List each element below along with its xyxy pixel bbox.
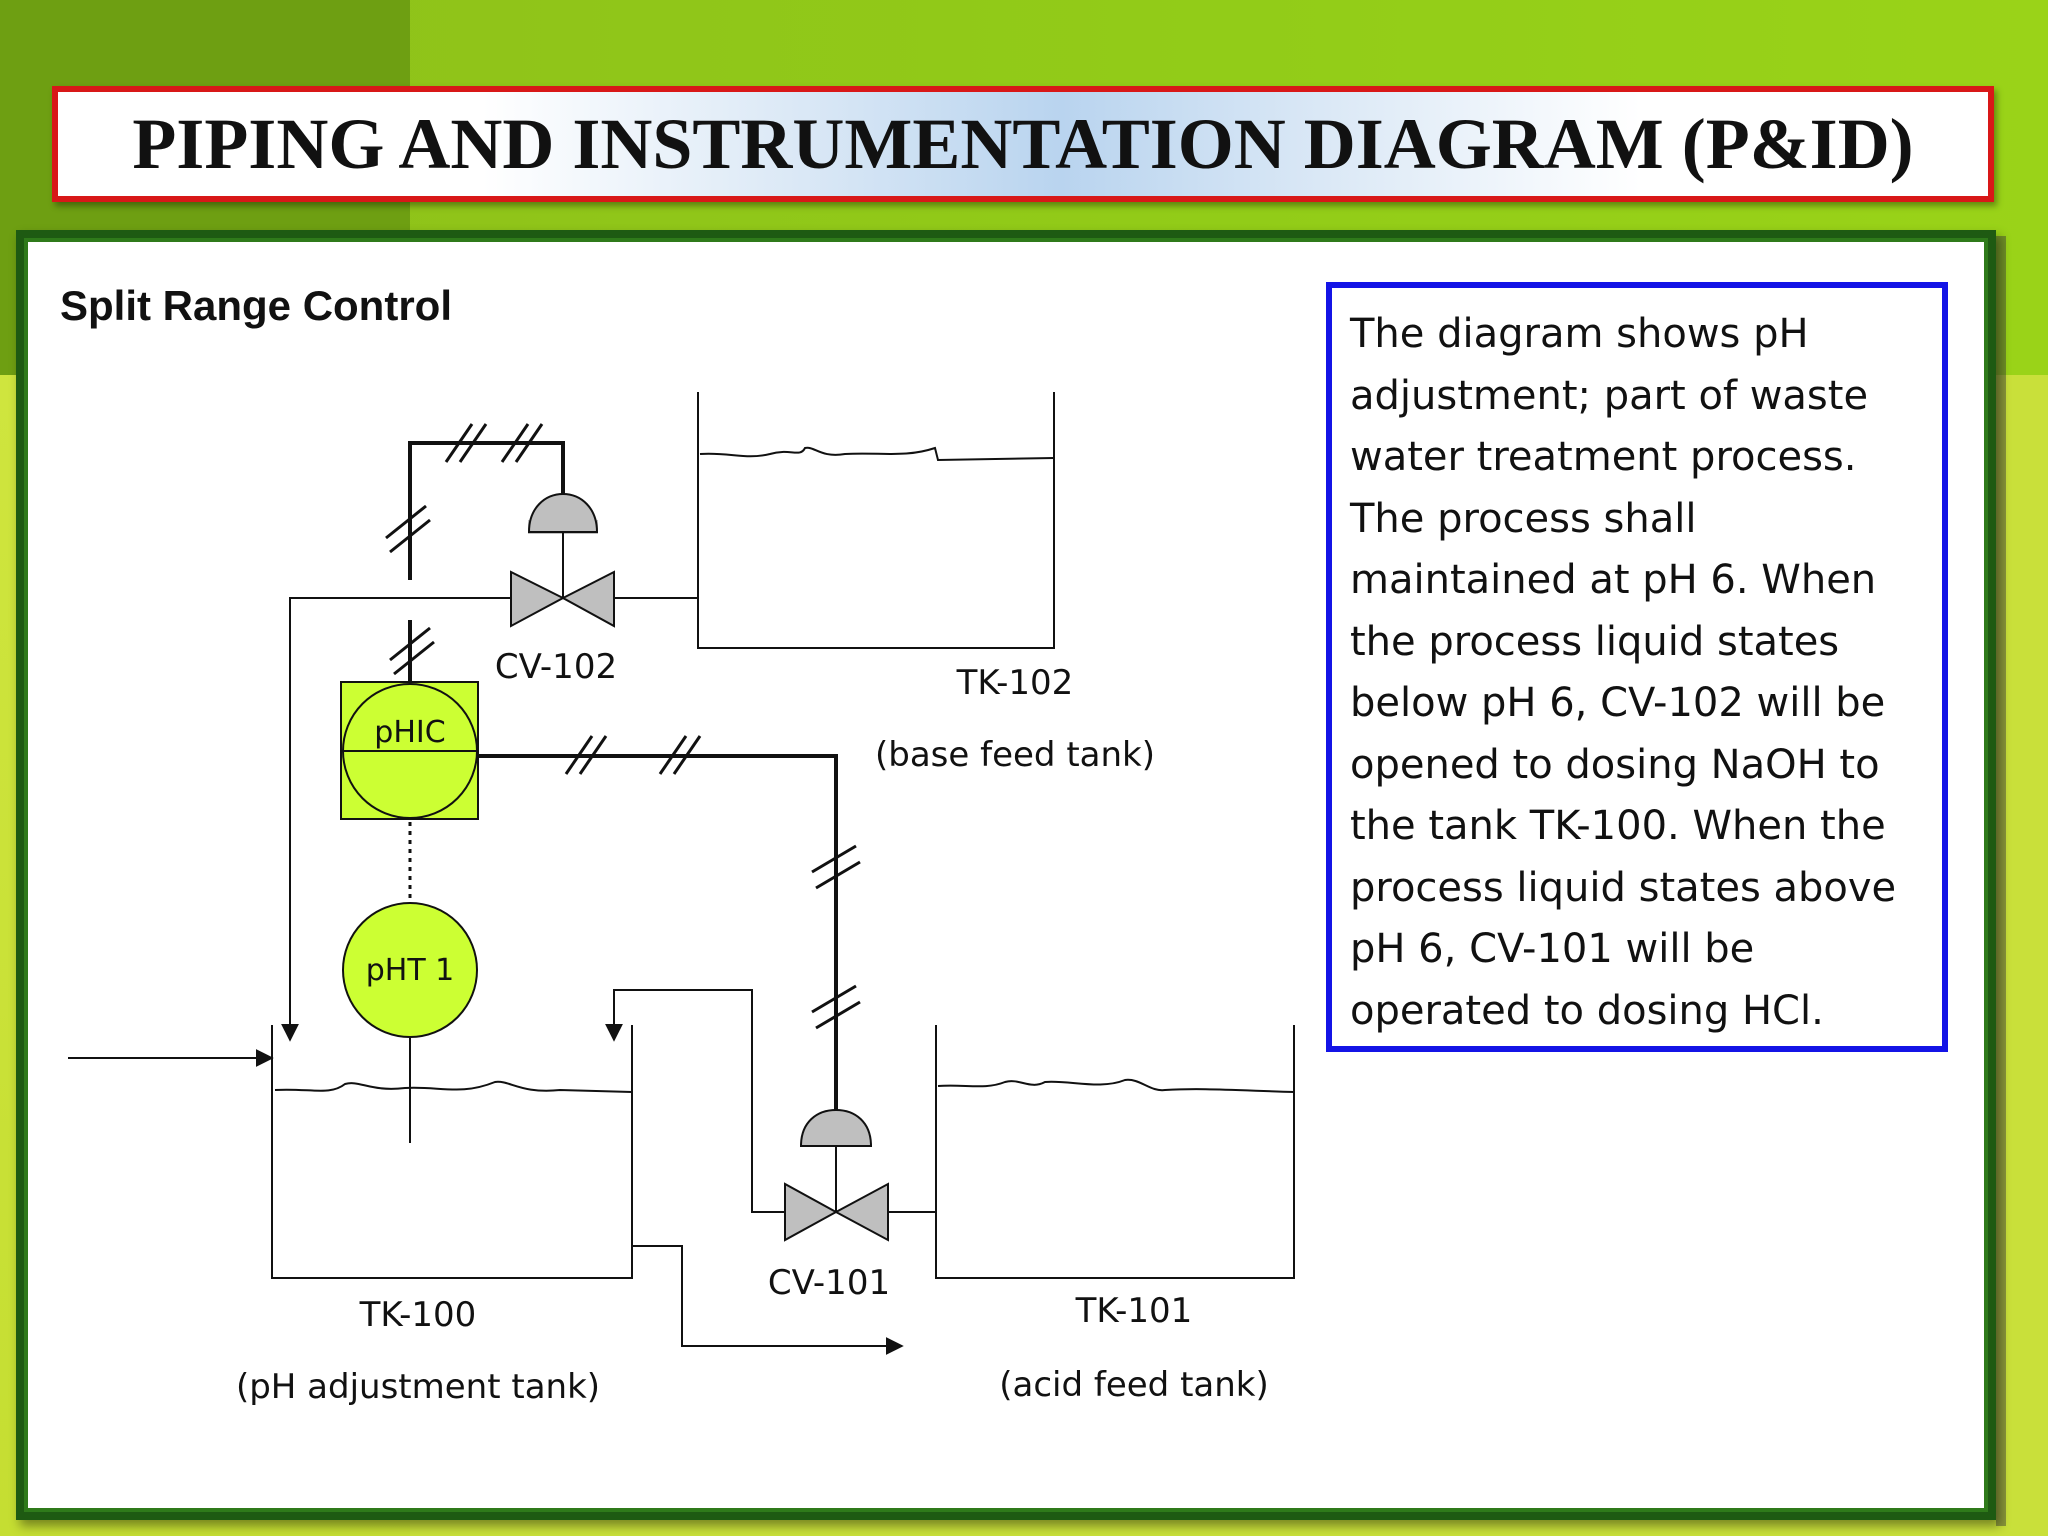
signal-hash-marks xyxy=(385,423,861,1030)
liquid-level-tk-100 xyxy=(274,1080,633,1093)
description-text: The diagram shows pH adjustment; part of… xyxy=(1350,311,1897,1034)
tk-101-label: TK-101 xyxy=(1075,1291,1193,1331)
description-box: The diagram shows pH adjustment; part of… xyxy=(1326,282,1948,1052)
tk-100-desc: (pH adjustment tank) xyxy=(236,1367,600,1407)
process-piping xyxy=(68,597,936,1355)
tk-102-desc: (base feed tank) xyxy=(875,735,1155,775)
liquid-level-tk-102 xyxy=(699,446,1055,462)
tk-102-label: TK-102 xyxy=(956,663,1074,703)
panel-shadow xyxy=(1996,236,2006,1526)
cv-101-label: CV-101 xyxy=(768,1263,890,1303)
actuator-icon xyxy=(799,1108,873,1147)
title-banner: PIPING AND INSTRUMENTATION DIAGRAM (P&ID… xyxy=(52,86,1994,202)
diagram-subtitle: Split Range Control xyxy=(60,282,452,329)
phic-tag: pHIC xyxy=(374,715,445,750)
pht-tag: pHT 1 xyxy=(366,953,455,988)
signal-lines xyxy=(408,441,838,1112)
naoh-feed-line xyxy=(281,597,511,1042)
control-valve-cv-101[interactable] xyxy=(784,1108,889,1242)
tk-100-label: TK-100 xyxy=(359,1295,477,1335)
liquid-level-tk-101 xyxy=(937,1078,1295,1093)
actuator-icon xyxy=(527,492,599,533)
tank-tk-102 xyxy=(697,392,1055,649)
valve-body-icon xyxy=(510,570,566,628)
instrument-phic[interactable]: pHIC xyxy=(340,681,479,820)
tank-tk-101 xyxy=(935,1025,1295,1279)
tank-tk-100 xyxy=(271,1025,633,1279)
tk-101-desc: (acid feed tank) xyxy=(999,1365,1269,1405)
cv-102-label: CV-102 xyxy=(495,647,617,687)
outlet-line xyxy=(632,1245,904,1355)
hcl-feed-line xyxy=(605,989,785,1213)
instrument-pht-1[interactable]: pHT 1 xyxy=(342,902,478,1038)
valve-body-icon xyxy=(784,1182,839,1242)
control-valve-cv-102[interactable] xyxy=(510,476,615,628)
slide-title: PIPING AND INSTRUMENTATION DIAGRAM (P&ID… xyxy=(132,103,1914,184)
